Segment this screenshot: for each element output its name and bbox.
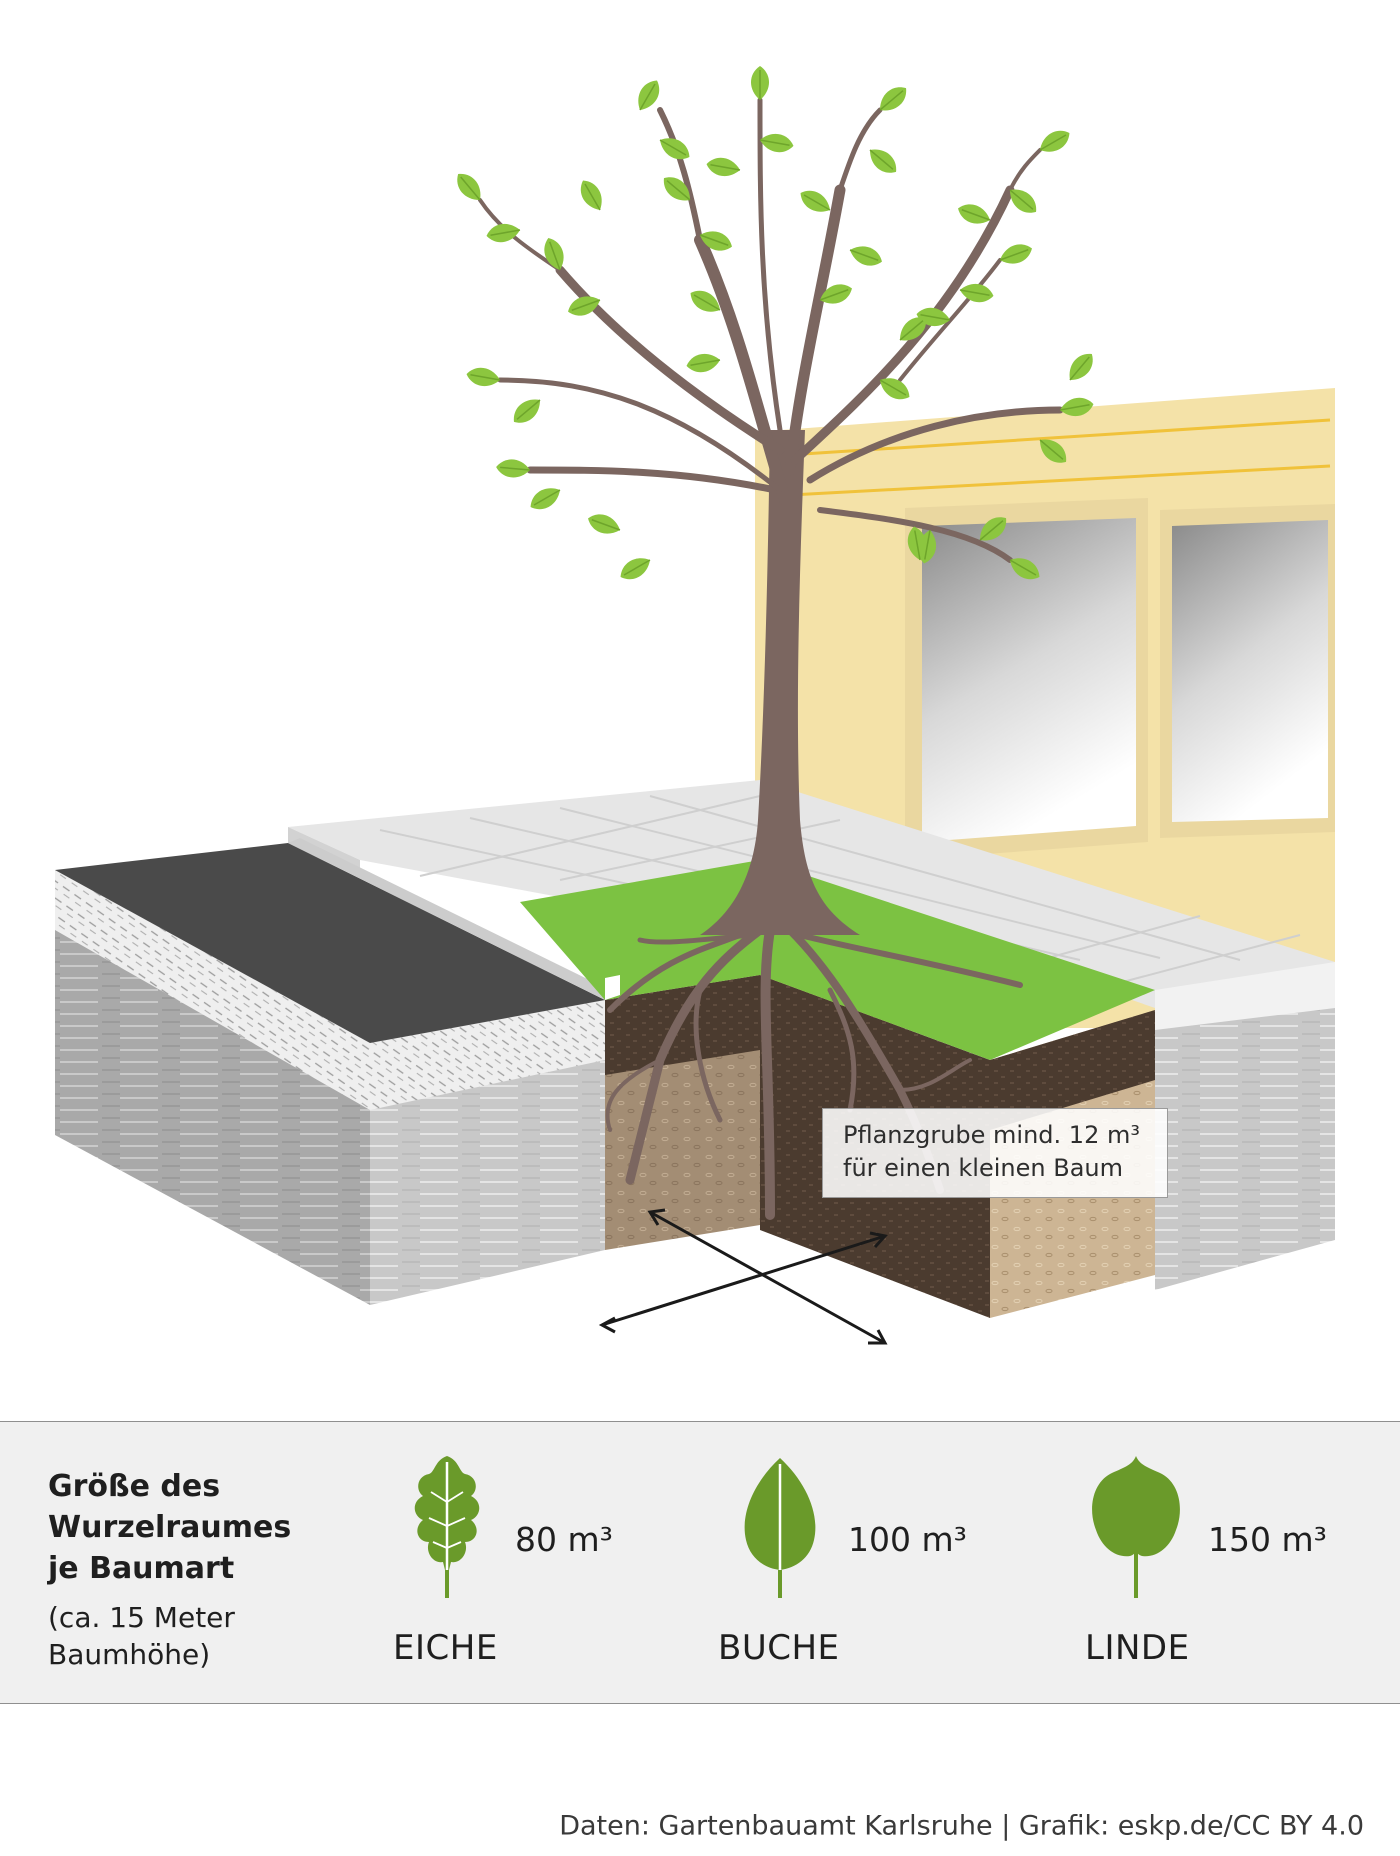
beech-name: BUCHE [718, 1628, 840, 1668]
legend-title-line-3: je Baumart [48, 1551, 235, 1586]
species-oak: 80 m³ EICHE [385, 1422, 715, 1702]
linden-name: LINDE [1085, 1628, 1190, 1668]
tree-branches [478, 97, 1064, 563]
linden-leaf-icon [1092, 1456, 1180, 1598]
root-volume-legend: Größe des Wurzelraumes je Baumart (ca. 1… [0, 1421, 1400, 1704]
source-credit: Daten: Gartenbauamt Karlsruhe | Grafik: … [559, 1810, 1364, 1842]
beech-leaf-icon [744, 1458, 816, 1598]
dimension-arrows [598, 1208, 888, 1345]
road-block [55, 838, 620, 1305]
legend-note: (ca. 15 Meter Baumhöhe) [48, 1599, 235, 1673]
oak-name: EICHE [393, 1628, 498, 1668]
species-beech: 100 m³ BUCHE [718, 1422, 1048, 1702]
species-linden: 150 m³ LINDE [1070, 1422, 1400, 1702]
pit-size-callout: Pflanzgrube mind. 12 m³ für einen kleine… [822, 1108, 1168, 1198]
oak-volume: 80 m³ [515, 1520, 613, 1559]
tree-pit-illustration [55, 65, 1335, 1345]
oak-leaf-icon [414, 1456, 480, 1598]
legend-title-line-1: Größe des [48, 1469, 221, 1504]
legend-title-line-2: Wurzelraumes [48, 1510, 292, 1545]
planting-pit [520, 860, 1155, 1318]
beech-volume: 100 m³ [848, 1520, 967, 1559]
legend-note-line-1: (ca. 15 Meter [48, 1601, 235, 1634]
legend-note-line-2: Baumhöhe) [48, 1638, 211, 1671]
tree-trunk [700, 430, 860, 935]
callout-line-1: Pflanzgrube mind. 12 m³ [843, 1121, 1140, 1149]
callout-line-2: für einen kleinen Baum [843, 1154, 1123, 1182]
legend-title: Größe des Wurzelraumes je Baumart [48, 1466, 291, 1589]
linden-volume: 150 m³ [1208, 1520, 1327, 1559]
